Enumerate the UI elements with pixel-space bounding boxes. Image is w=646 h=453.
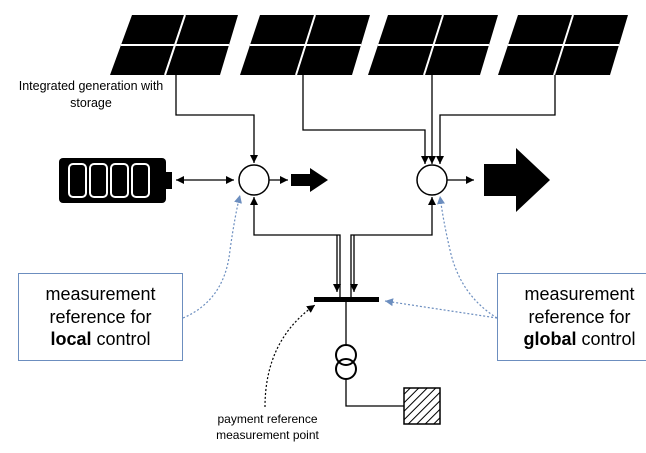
bus-bar bbox=[314, 297, 379, 302]
local-output-arrow-icon bbox=[291, 168, 328, 192]
local-node-circle-icon bbox=[238, 164, 270, 196]
transformer-icon bbox=[335, 344, 357, 380]
solar-panel-icon bbox=[498, 14, 628, 76]
local-box-line1: measurement bbox=[45, 284, 156, 305]
payment-reference-label: payment reference measurement point bbox=[216, 412, 319, 442]
solar-panel-icon bbox=[110, 14, 238, 76]
global-node-circle-icon bbox=[416, 164, 448, 196]
global-control-box: measurement reference for global control bbox=[497, 273, 646, 361]
global-box-line2: reference for bbox=[528, 306, 631, 327]
global-box-tail: control bbox=[576, 329, 636, 350]
global-output-arrow-icon bbox=[484, 148, 550, 212]
battery-icon bbox=[59, 158, 172, 203]
hatched-load-icon bbox=[403, 387, 441, 425]
solar-panel-icon bbox=[240, 14, 370, 76]
local-box-line2: reference for bbox=[49, 306, 152, 327]
integrated-generation-label: Integrated generation with storage bbox=[18, 79, 164, 110]
local-control-box: measurement reference for local control bbox=[18, 273, 183, 361]
local-box-tail: control bbox=[91, 329, 151, 350]
solar-panel-icon bbox=[368, 14, 498, 76]
local-box-emphasis: local bbox=[50, 329, 92, 350]
global-box-emphasis: global bbox=[523, 329, 577, 350]
global-box-line1: measurement bbox=[524, 284, 635, 305]
